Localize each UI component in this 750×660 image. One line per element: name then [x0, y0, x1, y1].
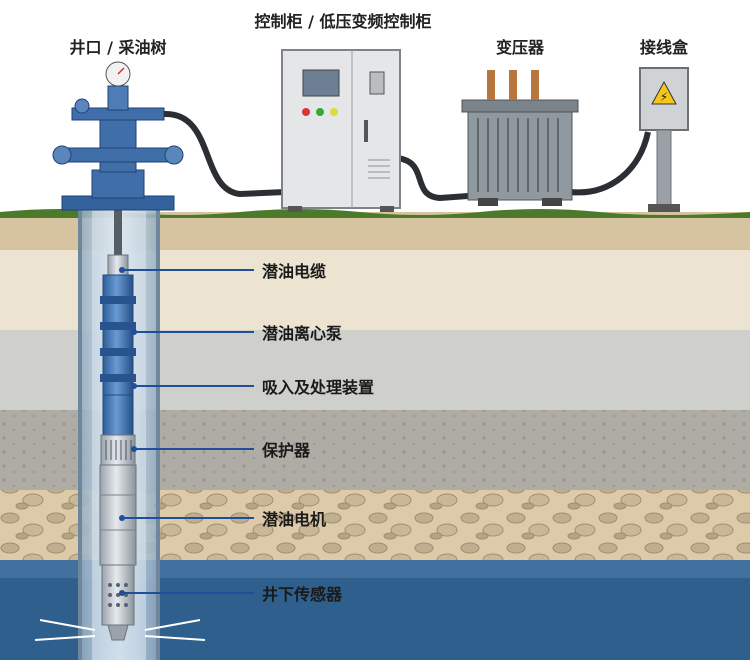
callout-pump: 潜油离心泵 [262, 324, 343, 343]
callout-dot-motor [119, 515, 125, 521]
transformer-junction-cable [569, 131, 651, 196]
intake-section [102, 394, 134, 436]
junction-box: ⚡ [639, 67, 689, 212]
callout-cable: 潜油电缆 [262, 262, 327, 281]
callout-dot-sensor [119, 590, 125, 596]
callout-dot-protector [131, 446, 137, 452]
callout-intake: 吸入及处理装置 [262, 378, 375, 397]
cabinet-transformer-cable [396, 155, 469, 202]
transformer [461, 70, 579, 206]
control-cabinet [281, 49, 401, 212]
callout-dot-pump [131, 329, 137, 335]
callout-protector: 保护器 [262, 441, 311, 460]
label-wellhead: 井口 / 采油树 [69, 38, 167, 57]
callout-sensor: 井下传感器 [262, 585, 343, 604]
label-transformer: 变压器 [495, 38, 545, 57]
callout-dot-intake [131, 383, 137, 389]
wellhead-tree [52, 61, 184, 211]
esp-string [34, 200, 206, 641]
cable-tubing [114, 200, 122, 260]
motor-section [99, 464, 137, 566]
label-junction-box: 接线盒 [639, 38, 689, 57]
callout-motor: 潜油电机 [262, 510, 327, 529]
flow-arrows [34, 619, 206, 641]
callout-dot-cable [119, 267, 125, 273]
grass-line [0, 209, 750, 218]
callout-lines [119, 267, 254, 596]
svg-text:⚡: ⚡ [660, 90, 668, 104]
label-control-cabinet: 控制柜 / 低压变频控制柜 [254, 12, 432, 31]
wellhead-cable [163, 110, 286, 198]
